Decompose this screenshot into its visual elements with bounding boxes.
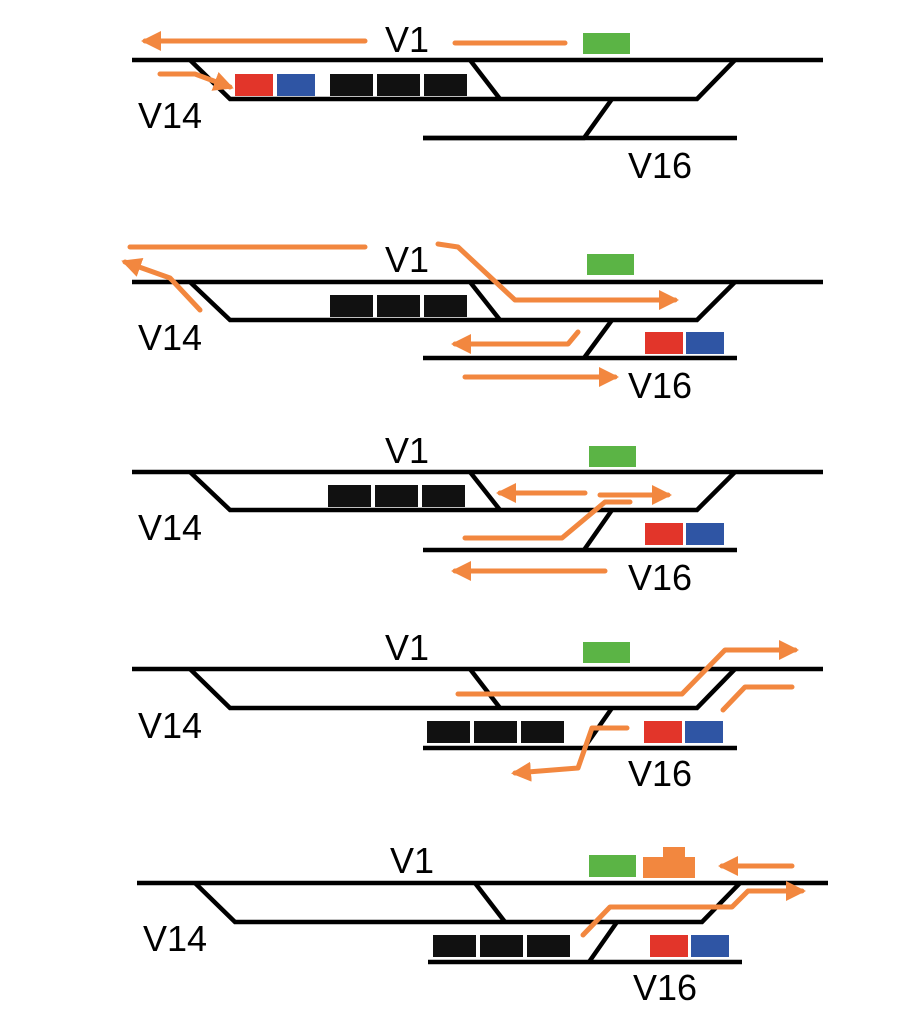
track-v14 (188, 470, 737, 513)
label-v1: V1 (385, 19, 429, 60)
wagon-black (427, 721, 470, 743)
track-v14 (193, 881, 742, 925)
wagon-black (433, 935, 476, 957)
wagon-black (422, 485, 465, 507)
label-v16: V16 (628, 145, 692, 186)
wagon-black (474, 721, 517, 743)
label-v14: V14 (138, 95, 202, 136)
wagon-red (645, 332, 683, 354)
wagon-red (650, 935, 688, 957)
track-v16-branch (423, 97, 614, 141)
cars (427, 642, 723, 743)
route-arrow (121, 257, 203, 313)
wagon-blue (685, 721, 723, 743)
route-arrow (511, 725, 630, 782)
track-v16-branch (587, 920, 619, 964)
step-5: V1 V14 V16 (137, 840, 828, 1008)
movement-arrows (451, 483, 672, 581)
movement-arrows (141, 31, 568, 91)
wagon-black (424, 74, 467, 96)
wagon-black (330, 74, 373, 96)
label-v16: V16 (633, 967, 697, 1008)
cars (330, 254, 724, 354)
route-arrow (720, 684, 795, 713)
wagon-black (328, 485, 371, 507)
track-v16-branch (582, 508, 614, 552)
label-v1: V1 (390, 840, 434, 881)
wagon-black (480, 935, 523, 957)
label-v16: V16 (628, 365, 692, 406)
label-v1: V1 (385, 430, 429, 471)
wagon-green (587, 254, 634, 275)
track-layout (137, 880, 828, 965)
crossover (468, 667, 502, 710)
route-arrow (157, 71, 234, 91)
wagon-black (527, 935, 570, 957)
movement-arrows (121, 241, 679, 387)
wagon-black (375, 485, 418, 507)
cars (433, 847, 729, 957)
label-v1: V1 (385, 627, 429, 668)
movement-arrows (580, 856, 806, 938)
label-v14: V14 (138, 705, 202, 746)
wagon-green (583, 33, 630, 54)
wagon-red (644, 721, 682, 743)
label-v1: V1 (385, 239, 429, 280)
wagon-green (583, 642, 630, 663)
wagon-blue (686, 332, 724, 354)
route-arrow (580, 881, 806, 938)
crossover (473, 881, 507, 924)
wagon-black (521, 721, 564, 743)
wagon-blue (277, 74, 315, 96)
track-layout (132, 469, 823, 553)
crossover (468, 470, 502, 512)
track-layout (132, 57, 823, 141)
cars (328, 446, 724, 545)
label-v14: V14 (143, 918, 207, 959)
step-4: V1 V14 V16 (132, 627, 823, 794)
crossover (468, 280, 502, 322)
wagon-red (235, 74, 273, 96)
cars (235, 33, 630, 96)
label-v16: V16 (628, 753, 692, 794)
track-v14 (188, 280, 737, 323)
label-v14: V14 (138, 317, 202, 358)
route-arrow (435, 241, 679, 310)
wagon-green (589, 446, 636, 467)
step-3: V1 V14 V16 (132, 430, 823, 598)
crossover (468, 58, 502, 101)
track-layout (132, 279, 823, 361)
label-v16: V16 (628, 557, 692, 598)
route-arrow (451, 329, 581, 354)
route-arrow (455, 640, 799, 697)
wagon-red (645, 523, 683, 545)
wagon-black (377, 295, 420, 317)
locomotive (643, 847, 695, 878)
wagon-blue (686, 523, 724, 545)
wagon-black (330, 295, 373, 317)
step-2: V1 V14 V16 (121, 239, 823, 406)
wagon-black (377, 74, 420, 96)
wagon-green (589, 855, 636, 877)
label-v14: V14 (138, 507, 202, 548)
wagon-black (424, 295, 467, 317)
movement-arrows (455, 640, 799, 782)
track-v14 (188, 667, 737, 711)
route-arrow (462, 499, 633, 541)
wagon-blue (691, 935, 729, 957)
step-1: V1 V14 V16 (132, 19, 823, 186)
track-v16-branch (582, 318, 614, 360)
